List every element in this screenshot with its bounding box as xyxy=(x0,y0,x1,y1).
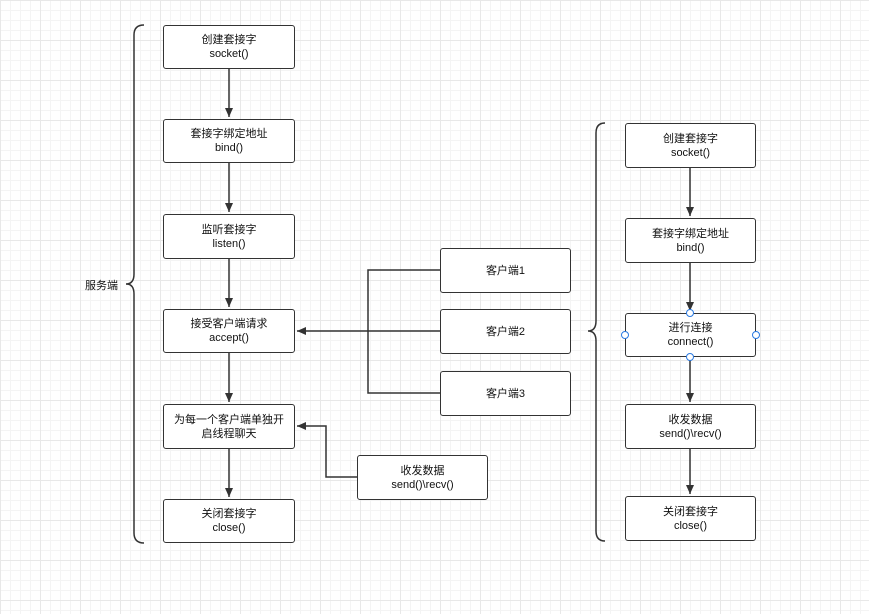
server-close-box[interactable]: 关闭套接字 close() xyxy=(163,499,295,543)
box-line1: 创建套接字 xyxy=(201,34,257,46)
server-group-label: 服务端 xyxy=(85,280,118,292)
box-line2: connect() xyxy=(667,336,714,348)
box-line1: 接受客户端请求 xyxy=(190,318,268,330)
box-line2: socket() xyxy=(209,48,249,60)
client-connect-box[interactable]: 进行连接 connect() xyxy=(625,313,756,357)
server-create-socket-box[interactable]: 创建套接字 socket() xyxy=(163,25,295,69)
box-line1: 套接字绑定地址 xyxy=(190,128,268,140)
box-line1: 进行连接 xyxy=(668,322,713,334)
client-send-recv-box[interactable]: 收发数据 send()\recv() xyxy=(625,404,756,449)
box-line2: accept() xyxy=(209,332,249,344)
server-send-recv-box[interactable]: 收发数据 send()\recv() xyxy=(357,455,488,500)
client-close-box[interactable]: 关闭套接字 close() xyxy=(625,496,756,541)
box-line2: send()\recv() xyxy=(391,478,454,491)
client-label: 客户端2 xyxy=(485,325,526,338)
box-line2: socket() xyxy=(670,146,711,159)
client-label: 客户端1 xyxy=(485,264,526,277)
client1-box[interactable]: 客户端1 xyxy=(440,248,571,293)
selection-handle-left[interactable] xyxy=(621,331,629,339)
box-line1: 为每一个客户端单独开 xyxy=(174,413,284,426)
box-line2: bind() xyxy=(676,241,705,254)
box-line1: 套接字绑定地址 xyxy=(652,227,729,240)
box-line2: bind() xyxy=(214,142,244,154)
arrow-sendrecv-to-thread xyxy=(297,422,357,478)
box-line1: 关闭套接字 xyxy=(663,505,718,518)
client-label: 客户端3 xyxy=(485,387,526,400)
selection-handle-right[interactable] xyxy=(752,331,760,339)
box-line1: 创建套接字 xyxy=(663,132,718,145)
box-line2: close() xyxy=(212,522,246,534)
box-line2: send()\recv() xyxy=(659,427,722,440)
box-line1: 关闭套接字 xyxy=(201,508,257,520)
server-bind-box[interactable]: 套接字绑定地址 bind() xyxy=(163,119,295,163)
selection-handle-bottom[interactable] xyxy=(686,353,694,361)
client-bind-box[interactable]: 套接字绑定地址 bind() xyxy=(625,218,756,263)
selection-handle-top[interactable] xyxy=(686,309,694,317)
box-line1: 监听套接字 xyxy=(201,223,257,236)
server-brace xyxy=(125,24,145,544)
client3-box[interactable]: 客户端3 xyxy=(440,371,571,416)
box-line2: 启线程聊天 xyxy=(201,427,257,440)
client-create-socket-box[interactable]: 创建套接字 socket() xyxy=(625,123,756,168)
box-line2: listen() xyxy=(212,237,246,250)
client2-box[interactable]: 客户端2 xyxy=(440,309,571,354)
box-line2: close() xyxy=(673,519,707,532)
server-thread-box[interactable]: 为每一个客户端单独开 启线程聊天 xyxy=(163,404,295,449)
client-brace xyxy=(587,122,606,542)
server-listen-box[interactable]: 监听套接字 listen() xyxy=(163,214,295,259)
box-line1: 收发数据 xyxy=(668,413,713,426)
box-line1: 收发数据 xyxy=(400,464,445,477)
server-accept-box[interactable]: 接受客户端请求 accept() xyxy=(163,309,295,353)
